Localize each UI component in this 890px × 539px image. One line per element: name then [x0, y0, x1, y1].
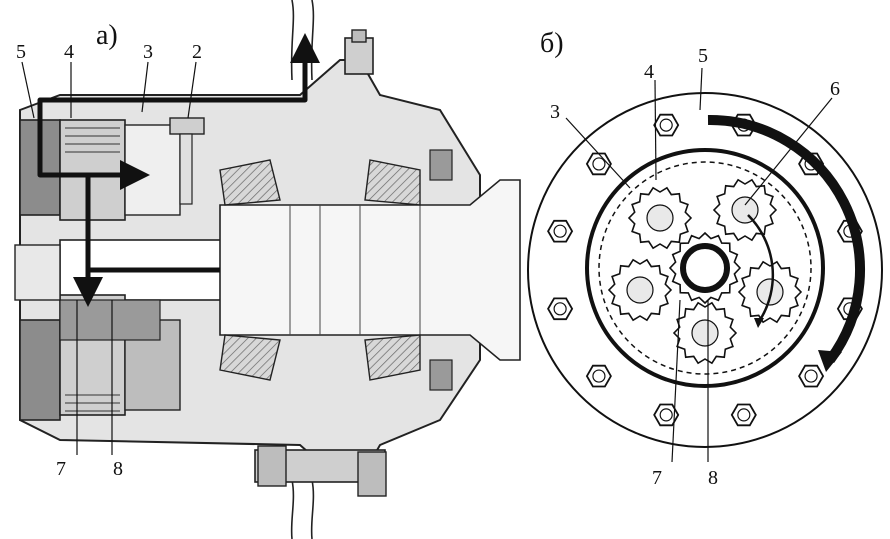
- power-flow-path: [37, 45, 308, 273]
- label-b-4: 4: [644, 61, 654, 83]
- label-a-5: 5: [16, 41, 26, 63]
- bearing-top-right: [364, 159, 421, 206]
- bearing-bottom-right: [364, 334, 421, 381]
- planet-gear-top: [59, 119, 126, 221]
- flange-bolt-icon: [730, 403, 757, 427]
- carrier-rotation-arrow: [707, 114, 865, 363]
- flange-bolt-icon: [653, 113, 680, 137]
- panel-b-caption: б): [540, 28, 564, 59]
- flange-bolt-icon: [653, 403, 680, 427]
- flange-bolt-icon: [547, 297, 574, 321]
- label-b-3: 3: [550, 101, 560, 123]
- label-a-4: 4: [64, 41, 74, 63]
- ring-gear-bottom: [19, 319, 61, 421]
- flange-bolt-icon: [547, 219, 574, 243]
- label-a-3: 3: [143, 41, 153, 63]
- label-b-6: 6: [830, 78, 840, 100]
- panel-b-face: б) 3 4 5 6 7 8: [527, 28, 883, 489]
- panel-a-caption: а): [96, 20, 118, 51]
- label-a-2: 2: [192, 41, 202, 63]
- label-a-7: 7: [56, 458, 66, 480]
- label-b-7: 7: [652, 467, 662, 489]
- flange-bolt-icon: [585, 152, 612, 176]
- flange-bolt-icon: [798, 364, 825, 388]
- bearing-top-left: [219, 159, 281, 206]
- part-2-bolt: [169, 117, 205, 135]
- label-b-8: 8: [708, 467, 718, 489]
- label-a-8: 8: [113, 458, 123, 480]
- label-b-5: 5: [698, 45, 708, 67]
- panel-a-section: а): [14, 0, 521, 539]
- bearing-bottom-left: [219, 334, 281, 381]
- sun-gear: [680, 243, 730, 293]
- flange-bolt-icon: [585, 364, 612, 388]
